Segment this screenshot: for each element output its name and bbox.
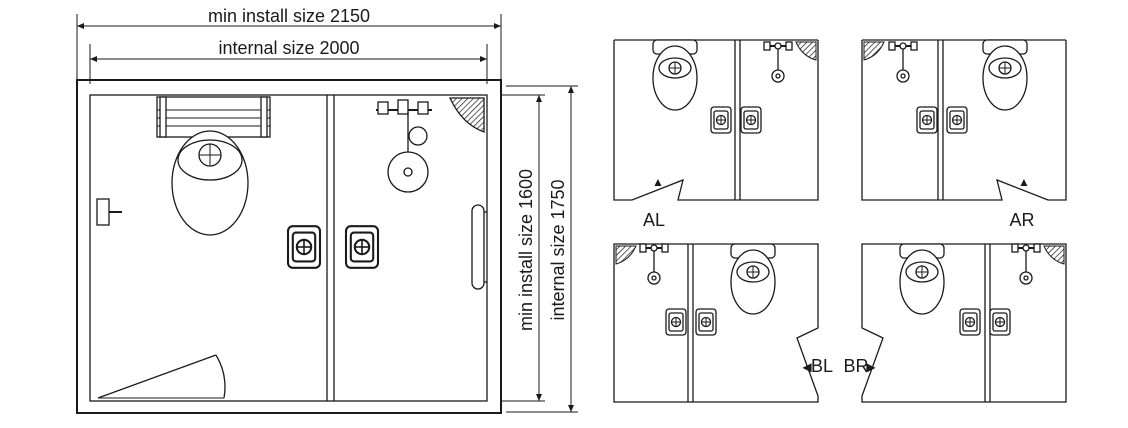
svg-text:▶: ▶ bbox=[866, 360, 876, 374]
min-install-height-label: min install size 1600 bbox=[516, 169, 536, 331]
variant-br-plan: ▶ BR bbox=[843, 243, 1067, 403]
internal-width-label: internal size 2000 bbox=[218, 38, 359, 58]
outer-wall bbox=[76, 79, 502, 414]
variant-al-label: AL bbox=[643, 210, 665, 230]
variant-bl-plan: ◀ BL bbox=[613, 243, 833, 403]
toilet-icon bbox=[156, 96, 271, 236]
towel-hook-icon bbox=[96, 198, 122, 226]
variant-al-plan: ▲ AL bbox=[613, 39, 819, 230]
svg-text:▲: ▲ bbox=[652, 175, 664, 189]
internal-height-label: internal size 1750 bbox=[548, 179, 568, 320]
shower-mixer-icon bbox=[376, 99, 432, 193]
floor-drain-left-icon bbox=[286, 225, 322, 269]
width-dimensions: min install size 2150 internal size 2000 bbox=[76, 6, 502, 84]
main-floor-plan: min install size 2150 internal size 2000… bbox=[76, 6, 578, 414]
corner-shelf-icon bbox=[448, 97, 485, 133]
floor-drain-right-icon bbox=[344, 225, 380, 269]
grab-bar-icon bbox=[471, 204, 487, 290]
svg-text:▲: ▲ bbox=[1018, 175, 1030, 189]
door-swing bbox=[97, 354, 226, 399]
variant-ar-label: AR bbox=[1009, 210, 1034, 230]
variant-bl-label: BL bbox=[811, 356, 833, 376]
variant-ar-plan: ▲ AR bbox=[861, 39, 1067, 230]
svg-text:◀: ◀ bbox=[802, 360, 812, 374]
min-install-width-label: min install size 2150 bbox=[208, 6, 370, 26]
height-dimensions: min install size 1600 internal size 1750 bbox=[500, 85, 578, 413]
variant-br-label: BR bbox=[843, 356, 868, 376]
inner-wall bbox=[89, 94, 488, 402]
